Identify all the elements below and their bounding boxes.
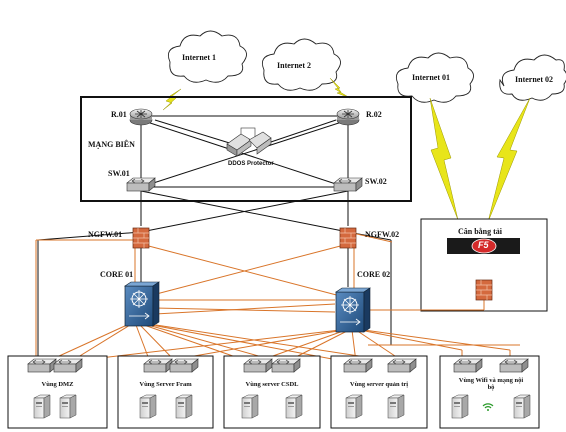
cloud-label-internet-01: Internet 01: [412, 73, 450, 82]
zone-switch: [453, 358, 483, 373]
edge-links: [37, 115, 392, 362]
firewall-load-balancer: [475, 279, 493, 301]
edge-network-frame: [80, 96, 412, 202]
zone-switch: [343, 358, 373, 373]
router-r01: [129, 108, 153, 126]
ddos-label: DDOS Protector: [228, 161, 274, 167]
server-icon: [285, 394, 303, 419]
server-icon: [33, 394, 51, 419]
server-icon: [513, 394, 531, 419]
server-icon: [241, 394, 259, 419]
lightning-internet-01: [429, 97, 459, 221]
router-label-r01: R.01: [111, 110, 127, 119]
zone-label-wifi-internal: Vùng Wifi và mạng nội bộ: [458, 377, 524, 391]
lightning-internet-02: [487, 97, 531, 223]
cloud-label-internet-02: Internet 02: [515, 75, 553, 84]
f5-logo-text: F5: [478, 240, 489, 250]
zone-switch: [499, 358, 529, 373]
switch-sw01: [126, 177, 156, 192]
zone-label-dmz: Vùng DMZ: [41, 381, 74, 388]
firewall-ngfw01: [132, 227, 150, 249]
server-icon: [59, 394, 77, 419]
zone-switch: [271, 358, 301, 373]
core-label-02: CORE 02: [357, 270, 391, 279]
switch-sw02: [333, 177, 363, 192]
cloud-label-internet-1: Internet 1: [182, 53, 216, 62]
router-r02: [336, 108, 360, 126]
ddos-protector-device: [226, 127, 272, 157]
lightning-internet-2: [329, 77, 351, 99]
router-label-r02: R.02: [366, 110, 382, 119]
firewall-label-ngfw02: NGFW.02: [365, 230, 400, 239]
firewall-ngfw02: [339, 227, 357, 249]
cloud-label-internet-2: Internet 2: [277, 61, 311, 70]
core-switch-01: [124, 281, 160, 327]
cloud-internet-02: [499, 54, 566, 101]
cloud-internet-01: [395, 52, 474, 103]
server-icon: [139, 394, 157, 419]
f5-logo-bar: [447, 238, 520, 254]
zone-switch: [27, 358, 57, 373]
wifi-icon: [482, 403, 494, 411]
zone-switch: [143, 358, 173, 373]
zone-switch: [387, 358, 417, 373]
server-icon: [387, 394, 405, 419]
cloud-internet-2: [261, 38, 341, 91]
zone-switch: [53, 358, 83, 373]
zone-label-server-csdl: Vùng server CSDL: [245, 381, 299, 388]
zone-switch: [243, 358, 273, 373]
cloud-internet-1: [167, 30, 247, 83]
load-balancer-title: Cân bằng tải: [458, 227, 503, 236]
zone-label-server-fram: Vùng Server Fram: [139, 381, 192, 388]
server-icon: [345, 394, 363, 419]
core-label-01: CORE 01: [100, 270, 134, 279]
firewall-label-ngfw01: NGFW.01: [88, 230, 123, 239]
switch-label-sw02: SW.02: [365, 177, 387, 186]
zone-label-server-admin: Vùng server quản trị: [349, 381, 409, 388]
switch-label-sw01: SW.01: [108, 169, 130, 178]
server-icon: [451, 394, 469, 419]
core-switch-02: [335, 287, 371, 333]
lightning-internet-1: [162, 88, 182, 111]
zone-switch: [169, 358, 199, 373]
server-icon: [175, 394, 193, 419]
edge-zone-label: MẠNG BIÊN: [88, 140, 135, 149]
